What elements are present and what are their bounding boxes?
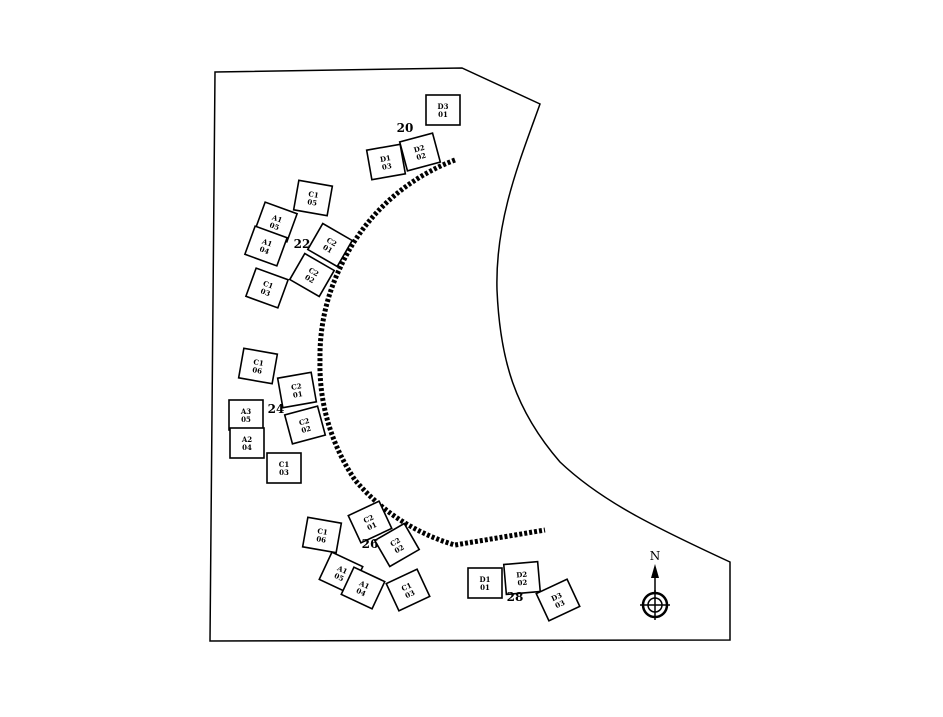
- unit-type: D3: [438, 102, 449, 111]
- unit-number: 01: [480, 583, 490, 592]
- unit-type: C1: [253, 357, 265, 368]
- unit-number: 04: [258, 244, 270, 256]
- unit-number: 03: [404, 588, 417, 600]
- unit-type: D1: [379, 153, 391, 164]
- unit-number: 02: [303, 273, 316, 286]
- block-number-label: 28: [507, 590, 524, 604]
- unit-type: C2: [362, 512, 375, 525]
- unit-type: C1: [279, 460, 290, 469]
- unit-number: 05: [268, 220, 280, 232]
- unit-number: 02: [517, 578, 528, 588]
- block-number-label: 26: [362, 537, 379, 551]
- unit-number: 03: [279, 468, 289, 477]
- unit-type: C1: [308, 189, 320, 200]
- unit-number: 06: [316, 534, 327, 545]
- unit-number: 03: [259, 286, 271, 298]
- unit-number: 03: [381, 161, 392, 172]
- unit-number: 01: [321, 243, 334, 256]
- unit-number: 02: [415, 151, 427, 162]
- north-label: N: [650, 549, 661, 563]
- unit-number: 03: [554, 598, 567, 610]
- unit-type: C1: [262, 279, 275, 291]
- unit-number: 02: [393, 543, 406, 556]
- unit-type: C1: [317, 526, 329, 537]
- unit-type: D1: [480, 575, 491, 584]
- unit-number: 04: [242, 443, 252, 452]
- unit-type: C2: [298, 416, 311, 427]
- unit-number: 05: [241, 415, 251, 424]
- unit-type: C2: [290, 381, 302, 392]
- block-number-label: 22: [294, 237, 311, 251]
- unit-type: D2: [516, 570, 528, 580]
- block-number-label: 24: [268, 402, 285, 416]
- unit-type: A1: [357, 578, 371, 591]
- unit-number: 04: [355, 586, 368, 598]
- unit-type: A3: [240, 407, 251, 416]
- north-arrow: N: [640, 549, 670, 620]
- unit-type: D3: [550, 590, 564, 603]
- unit-number: 01: [292, 389, 303, 400]
- unit-number: 05: [333, 571, 346, 583]
- unit-type: A1: [335, 563, 349, 576]
- unit-type: C1: [400, 580, 413, 593]
- unit-number: 06: [252, 365, 263, 376]
- north-arrow-icon: [651, 564, 659, 578]
- site-boundary: [209, 67, 731, 642]
- unit-type: A2: [241, 435, 252, 444]
- unit-type: A1: [260, 236, 274, 248]
- unit-number: 05: [307, 197, 318, 208]
- unit-type: A1: [270, 212, 284, 224]
- unit-number: 02: [300, 424, 312, 435]
- block-number-label: 20: [397, 121, 414, 135]
- unit-number: 01: [438, 110, 448, 119]
- walkway-arc: [317, 157, 546, 548]
- unit-number: 01: [366, 520, 379, 532]
- unit-type: D2: [413, 143, 426, 155]
